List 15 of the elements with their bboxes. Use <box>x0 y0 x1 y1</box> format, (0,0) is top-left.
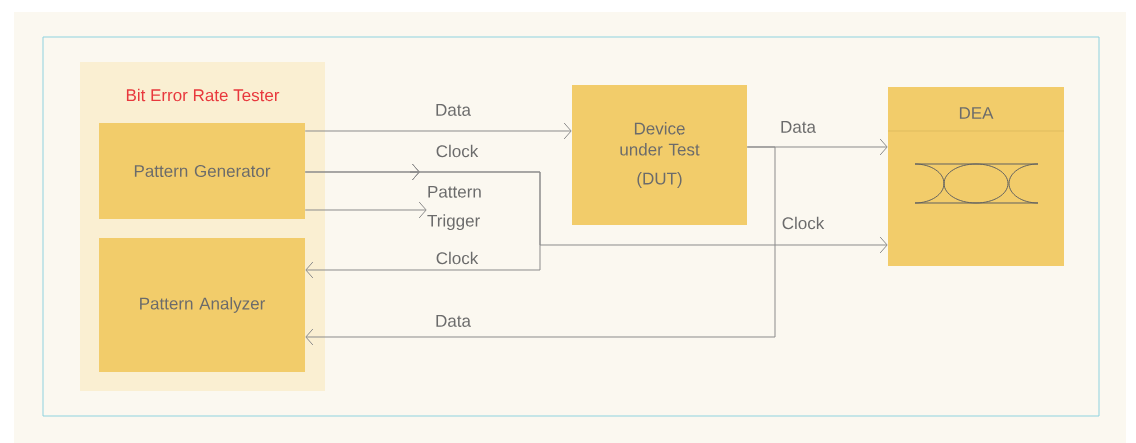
arrow <box>304 201 427 219</box>
process-box: Pattern Generator <box>99 123 305 219</box>
edge-label: Data <box>781 121 816 133</box>
device-box: Device under Test (DUT) <box>572 85 747 225</box>
signal-text: Pattern Trigger <box>427 185 481 231</box>
arrow <box>304 122 572 140</box>
analyzer-box: DEA <box>887 87 1065 266</box>
signal-label: Clock <box>436 144 479 158</box>
edge-label: Clock <box>436 251 479 265</box>
edge-label: Clock <box>782 216 825 230</box>
arrow <box>304 163 541 279</box>
arrow <box>305 146 776 346</box>
edge-label: Data <box>436 315 471 327</box>
edge-label: Data <box>436 104 471 116</box>
process-box: Pattern Analyzer <box>99 238 305 372</box>
